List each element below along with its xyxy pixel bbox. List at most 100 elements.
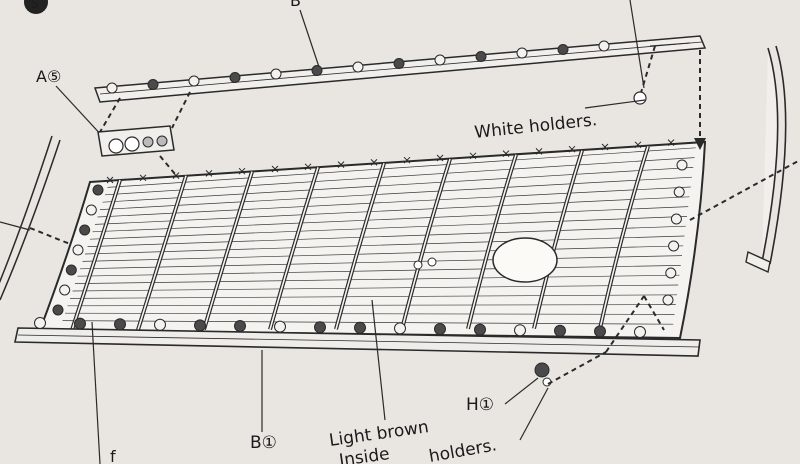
plank-line <box>87 225 686 247</box>
roof-rib-highlight <box>599 146 649 329</box>
plank-line <box>69 294 678 299</box>
lower-rail-holders <box>34 317 646 338</box>
plank-line <box>74 274 680 284</box>
leader-white-holders <box>629 0 645 89</box>
white-holder <box>188 75 200 87</box>
cross-mark <box>502 150 510 157</box>
dark-holder <box>65 264 77 276</box>
label-lower-rail: B① <box>250 433 277 453</box>
plank-line <box>82 245 684 262</box>
dark-holder <box>475 51 487 62</box>
cross-mark <box>172 172 180 179</box>
roof-rib-highlight <box>137 175 187 331</box>
plank-line <box>84 235 685 255</box>
leader-top-rail <box>299 9 321 71</box>
cross-mark <box>271 165 279 173</box>
top-rail <box>93 35 707 103</box>
lower-rail <box>14 317 701 357</box>
cross-mark <box>634 141 642 149</box>
dark-holder <box>393 58 405 69</box>
left-edge-holders <box>52 184 104 316</box>
roof-rib-highlight <box>71 179 121 331</box>
top-rail-holders <box>106 40 610 94</box>
white-holder <box>665 267 677 279</box>
dark-holder <box>92 184 104 196</box>
white-holder <box>662 294 674 306</box>
white-holder <box>676 159 688 171</box>
roof-rib-highlight <box>269 167 319 330</box>
dark-holder <box>194 319 206 332</box>
plank-line <box>77 265 681 277</box>
roof-rib-highlight <box>335 162 385 330</box>
right-edge-holders <box>662 159 688 306</box>
white-holder <box>34 317 46 329</box>
dark-holder <box>594 325 606 338</box>
white-holder <box>673 186 685 198</box>
cross-mark <box>238 167 246 175</box>
dark-holder <box>314 321 326 334</box>
plank-line <box>92 206 689 233</box>
label-holder-h1: H① <box>466 395 494 415</box>
plank-line <box>107 147 696 188</box>
dark-holder <box>114 318 126 331</box>
dark-holder <box>52 304 64 316</box>
plank-line <box>102 167 694 203</box>
plank-line <box>67 304 676 307</box>
callout-inside: Inside <box>338 444 391 464</box>
cross-mark <box>139 174 147 182</box>
plank-line <box>89 216 688 240</box>
lamp-block: A⑤ <box>36 67 191 181</box>
cross-mark <box>337 161 345 168</box>
plank-line <box>79 255 683 270</box>
left-arch-piece <box>0 135 71 301</box>
label-top-rail: B <box>290 0 301 10</box>
white-holder <box>270 68 282 80</box>
white-holder <box>434 54 446 66</box>
white-holder <box>274 320 286 333</box>
dark-holder <box>554 324 566 337</box>
plank-line <box>64 312 675 315</box>
roof-rib-highlight <box>203 171 253 330</box>
label-lamp-block: A⑤ <box>36 67 61 86</box>
planking-lines <box>62 147 696 325</box>
cross-mark <box>370 159 378 166</box>
roof-ribs <box>70 145 650 331</box>
roof-panel <box>38 139 707 340</box>
roof-rib-highlight <box>533 150 583 329</box>
roof-hatch-opening <box>492 237 558 283</box>
dark-holder <box>311 65 323 76</box>
plank-line <box>97 186 691 218</box>
white-holder <box>59 284 71 296</box>
white-holder <box>106 82 118 94</box>
dark-holder <box>557 44 569 55</box>
dark-holder <box>234 320 246 332</box>
white-holder <box>634 326 646 338</box>
white-holder <box>598 40 610 52</box>
cross-mark <box>469 152 477 160</box>
white-holder <box>154 318 166 331</box>
cross-mark <box>601 143 609 151</box>
cross-mark <box>304 163 312 171</box>
dark-holder <box>79 224 91 236</box>
white-holder <box>668 240 680 252</box>
cross-mark <box>205 170 213 177</box>
white-holder <box>670 213 682 225</box>
white-holder <box>516 47 528 59</box>
top-edge-marks <box>106 139 675 184</box>
white-holder <box>514 324 526 337</box>
right-arch-piece <box>689 45 800 274</box>
plank-line <box>99 176 693 210</box>
step-marker: 5 <box>24 0 48 14</box>
cross-mark <box>667 139 675 146</box>
plank-line <box>72 284 679 292</box>
plank-line <box>104 157 695 196</box>
dark-holder <box>434 323 446 335</box>
cross-mark <box>568 145 576 153</box>
cross-mark <box>436 154 444 162</box>
plank-line <box>94 196 690 225</box>
white-holder <box>72 244 84 256</box>
white-holder <box>352 61 364 73</box>
cross-mark <box>535 148 543 155</box>
white-holder <box>394 322 406 335</box>
